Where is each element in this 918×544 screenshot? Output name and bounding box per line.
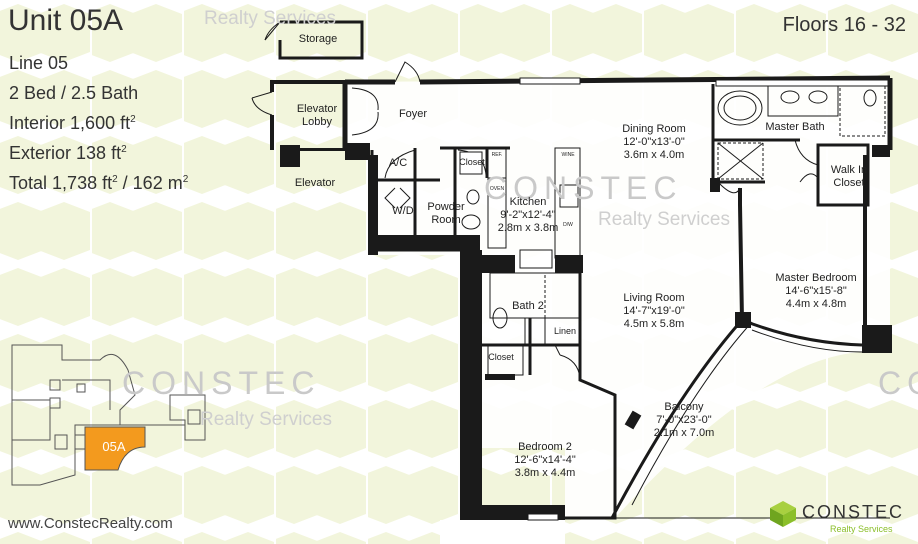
key-plan-unit-highlight [84, 426, 146, 471]
kitchen-cabinets [487, 147, 581, 269]
interior-label: Interior [9, 113, 66, 133]
watermark-brand: CONSTEC [878, 365, 918, 401]
master-bath [717, 85, 886, 180]
room-foyer: Foyer [398, 108, 428, 120]
room-closet-entry: Closet [459, 157, 485, 167]
room-closet-bed2: Closet [488, 352, 514, 362]
appliance-dw: D/W [563, 222, 573, 228]
master-walls [711, 84, 870, 207]
beds-baths: 2 Bed / 2.5 Bath [9, 83, 139, 103]
bedroom2-walls [527, 344, 617, 521]
elevator-block [280, 145, 300, 167]
appliance-oven: OVEN [489, 186, 505, 192]
appliance-ref: REF. [491, 152, 503, 158]
room-storage: Storage [298, 33, 338, 45]
balcony-curve [610, 188, 890, 519]
bath2-walls [482, 258, 582, 375]
room-bath2: Bath 2 [512, 300, 544, 312]
watermark-sub: Realty Services [598, 209, 730, 230]
elevator-lobby [251, 80, 379, 150]
cube-logo-icon [770, 501, 796, 527]
constec-logo: CONSTEC Realty Services [768, 498, 908, 538]
interior-value: 1,600 ft [70, 113, 131, 133]
logo-sub: Realty Services [830, 524, 893, 534]
sq-superscript: 2 [112, 174, 118, 185]
website-link[interactable]: www.ConstecRealty.com [8, 515, 173, 532]
room-wd: W/D [392, 205, 414, 217]
exterior-walls [345, 61, 893, 350]
exterior-value: 138 ft [76, 143, 122, 163]
line-info: Line 05 [9, 53, 68, 74]
line-value: 05 [48, 53, 69, 73]
room-master-bath: Master Bath [765, 121, 825, 133]
floors-range: Floors 16 - 32 [782, 14, 906, 36]
interior-info: Interior 1,600 ft2 [9, 113, 136, 134]
watermark-sub: Realty Services [204, 8, 336, 29]
sq-superscript: 2 [130, 114, 136, 125]
exterior-info: Exterior 138 ft2 [9, 143, 127, 164]
partition-wall [460, 250, 482, 520]
total-info: Total 1,738 ft2 / 162 m2 [9, 173, 188, 194]
storage-room [264, 20, 364, 60]
total-label: Total [9, 173, 48, 193]
key-plan [11, 344, 206, 486]
total-metric: / 162 m [122, 173, 183, 193]
unit-title: Unit 05A [8, 4, 124, 37]
watermark-brand: CONSTEC [122, 365, 321, 401]
logo-name: CONSTEC [802, 502, 905, 522]
room-ac: A/C [388, 157, 408, 169]
watermark-sub: Realty Services [200, 409, 332, 430]
sq-superscript: 2 [121, 144, 127, 155]
appliance-wine: WINE [561, 152, 575, 158]
line-label: Line [9, 53, 44, 73]
total-value: 1,738 ft [52, 173, 113, 193]
watermark-brand: CONSTEC [484, 170, 683, 206]
key-plan-unit-label: 05A [102, 439, 126, 454]
sq-superscript: 2 [182, 174, 189, 185]
room-elevator: Elevator [294, 177, 336, 189]
room-linen: Linen [553, 326, 577, 336]
exterior-label: Exterior [9, 143, 72, 163]
